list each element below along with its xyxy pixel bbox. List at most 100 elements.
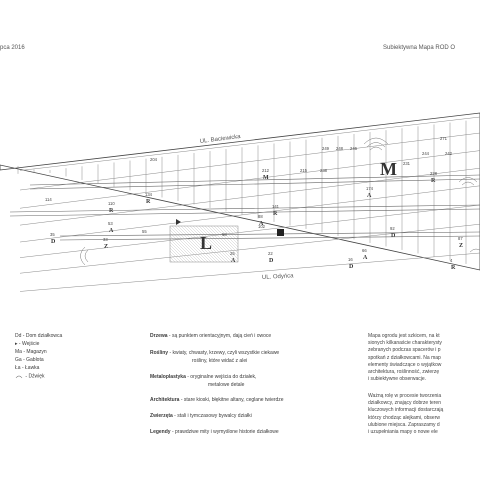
category-name: etaloplastyka	[154, 374, 186, 380]
legend-code: Ga	[15, 357, 22, 363]
plot-number: 215	[300, 168, 308, 173]
plot-number: 174	[366, 186, 374, 191]
plot-number: 212	[262, 168, 270, 173]
plot-row-line	[19, 204, 480, 258]
plot-number: 114	[45, 197, 52, 202]
description-line: Ważną rolę w procesie tworzenia	[368, 393, 442, 399]
plot-number: 134	[145, 192, 153, 197]
plot-number: 248	[336, 146, 344, 151]
plot-number: 102	[258, 224, 266, 229]
description-para-2: Ważną rolę w procesie tworzenia działkow…	[368, 393, 478, 436]
plot-number: 4	[450, 258, 453, 263]
house-marker	[277, 229, 284, 236]
plot-row-line	[19, 252, 480, 292]
description-line: architektura, roślinność, zwierzę	[368, 369, 440, 376]
plot-category-letter: R	[451, 265, 456, 271]
plot-category-letter: D	[391, 233, 396, 239]
category-letter: M	[150, 374, 155, 380]
description-line: którzy chodząc alejkami, obserw	[368, 414, 440, 421]
plot-category-letter: A	[363, 255, 368, 261]
legend-label: - Dom działkowca	[22, 333, 63, 339]
sound-icon-2	[461, 181, 475, 186]
plot-category-letter: M	[263, 175, 269, 181]
category-text: metalowe detale	[208, 382, 245, 388]
category-name: rzewa	[153, 333, 168, 339]
plot-number: 58	[222, 232, 227, 237]
category-letter: Z	[150, 413, 154, 419]
sound-legend-icon	[15, 375, 23, 379]
plot-number: 25	[230, 251, 235, 256]
legend-code: Dd	[15, 333, 22, 339]
plot-category-letter: A	[231, 258, 236, 264]
legend-label: - Dźwięk	[25, 373, 45, 380]
category-text: - kwiaty, chwasty, krzewy, czyli wszystk…	[168, 350, 280, 356]
plot-category-letter: R	[109, 208, 114, 214]
category-letter: L	[150, 429, 154, 435]
category-text: - stare kioski, błękitne altany, ceglane…	[179, 397, 284, 403]
category-name: ośliny	[153, 350, 169, 356]
sound-icon-4	[469, 248, 480, 253]
description-line: Mapa ogrodu jest szkicem, na kt	[368, 333, 440, 339]
plot-category-letter: A	[109, 228, 114, 234]
sound-icon-1	[369, 146, 383, 151]
plot-row-line	[19, 167, 480, 226]
description-line: elementy świadczące o wyjątkow	[368, 361, 442, 368]
plot-row-line	[19, 185, 480, 243]
category-name: egendy	[153, 429, 171, 435]
plot-number: 16	[348, 257, 353, 262]
plot-number: 141	[272, 204, 280, 209]
description-line: zebranych podczas spacerów i p	[368, 347, 441, 354]
plot-category-letter: A	[367, 193, 372, 199]
big-letter-m: M	[380, 159, 397, 179]
legend-label: - Magazyn	[23, 349, 47, 355]
legend-label: - Ławka	[21, 365, 40, 371]
street-label-top: UL. Baciewicka	[200, 134, 242, 145]
legend-code: Ła	[15, 365, 21, 371]
category-text: - oryginalne wejścia do działek,	[185, 374, 257, 380]
category-text: - stali i tymczasowy bywalcy działki	[172, 413, 252, 419]
description-line: ulubione miejsca. Zapraszamy d	[368, 421, 440, 428]
category-text: - prawdziwe mity i wymyślone historie dz…	[170, 429, 279, 435]
plot-number: 242	[445, 151, 453, 156]
plot-category-letter: A	[259, 221, 264, 227]
category-letter: D	[150, 333, 154, 339]
entrance-legend-icon: ▸	[15, 341, 18, 347]
plot-category-letter: D	[51, 239, 56, 245]
plot-category-letter: Z	[104, 244, 108, 250]
plot-row-line	[19, 132, 480, 191]
plot-number: 204	[150, 157, 158, 162]
sound-icon-3	[84, 249, 89, 263]
plot-number: 35	[50, 232, 55, 237]
street-label-bottom: UL. Odyńca	[262, 273, 295, 281]
plot-number: 92	[390, 226, 395, 231]
legend-block-l	[169, 225, 239, 263]
plot-row-line	[19, 150, 480, 209]
description-line: i uzupełniania mapy o nowe ele	[368, 429, 438, 436]
plot-category-letter: D	[269, 258, 274, 264]
legend-label: - Gablota	[23, 357, 44, 363]
description-line: kluczowych informacji dostarczają	[368, 407, 444, 414]
plot-category-letter: R	[273, 211, 278, 217]
description-line: spotkań z działkowcami. Na map	[368, 354, 441, 361]
legend-categories: Drzewa - są punktem orientacyjnym, dają …	[150, 333, 370, 443]
plot-number: 249	[322, 146, 330, 151]
category-letter: R	[150, 350, 154, 356]
legend-code: Ma	[15, 349, 22, 355]
plot-number: 87	[458, 236, 463, 241]
plot-number: 55	[142, 229, 147, 234]
header-title: Subiektywna Mapa ROD O	[383, 45, 456, 51]
category-text: - są punktem orientacyjnym, dają cień i …	[167, 333, 272, 339]
plot-number: 271	[440, 136, 448, 141]
description-line: działkowcy, znający dobrze teren	[368, 400, 441, 407]
plot-number: 88	[258, 214, 263, 219]
category-name: rchitektura	[153, 397, 180, 403]
plot-number: 53	[108, 221, 113, 226]
plot-number: 246	[350, 146, 358, 151]
plot-category-letter: R	[431, 178, 436, 184]
entrance-icon	[176, 219, 181, 225]
category-letter: A	[150, 397, 154, 403]
legend-label: - Wejście	[18, 341, 40, 347]
legend-symbols: Dd - Dom działkowca ▸ - Wejście Ma - Mag…	[15, 333, 115, 393]
description-para-1: Mapa ogrodu jest szkicem, na kt sionych …	[368, 333, 478, 383]
description-line: i subiektywne obserwacje.	[368, 376, 427, 383]
